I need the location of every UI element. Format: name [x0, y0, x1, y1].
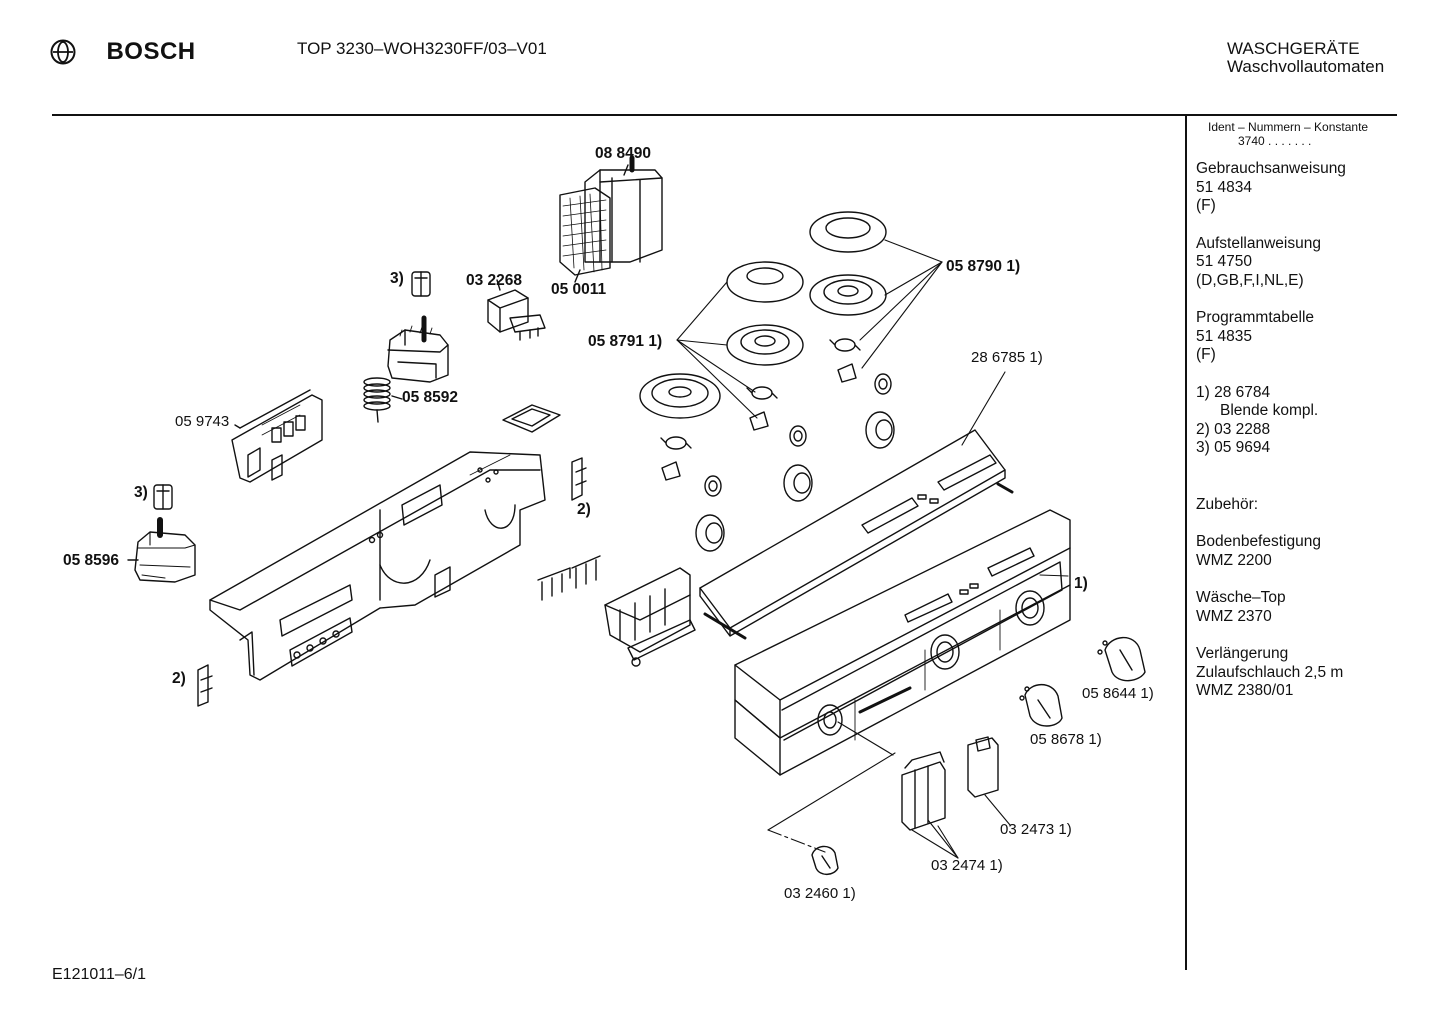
label-note1: 1)	[1074, 575, 1088, 592]
spring-ring-3	[660, 436, 692, 450]
accessory-floor-title: Bodenbefestigung	[1196, 533, 1321, 550]
manual-group: Gebrauchsanweisung 51 4834 (F)	[1196, 160, 1436, 216]
label-032473: 03 2473 1)	[1000, 821, 1072, 838]
document-title: TOP 3230–WOH3230FF/03–V01	[297, 39, 547, 58]
gear-2	[865, 411, 895, 449]
label-note2-b: 2)	[172, 670, 186, 687]
small-cap-a	[411, 271, 431, 297]
label-050011: 05 0011	[551, 281, 607, 298]
switch-bank	[604, 567, 696, 667]
small-cap-b	[153, 484, 173, 510]
lamp-frame	[502, 404, 561, 433]
label-058791: 05 8791 1)	[588, 333, 663, 350]
knob-a	[1097, 636, 1146, 682]
gear-4	[783, 464, 813, 502]
knob-b	[1019, 683, 1063, 727]
label-059743: 05 9743	[175, 413, 230, 430]
category-line-2: Waschvollautomaten	[1227, 57, 1385, 76]
gear-1	[874, 373, 892, 395]
drive-motor	[127, 517, 196, 583]
knob-c	[811, 845, 839, 876]
label-note3-b: 3)	[134, 484, 148, 501]
knob-cap-2	[726, 261, 804, 303]
control-chassis	[209, 451, 546, 681]
brand-name: BOSCH	[106, 38, 196, 65]
manual-number: 51 4834	[1196, 178, 1253, 196]
accessory-top: Wäsche–Top WMZ 2370	[1196, 589, 1436, 626]
relay-part	[487, 279, 546, 341]
accessories-title: Zubehör:	[1196, 495, 1259, 513]
label-058790: 05 8790 1)	[946, 258, 1021, 275]
clip-small-2	[749, 411, 769, 431]
note-2: 2) 03 2288	[1196, 420, 1271, 438]
program-lang: (F)	[1196, 346, 1216, 363]
switch-clips	[537, 555, 601, 601]
bosch-armature-icon	[50, 39, 76, 65]
ident-value: 3740 . . . . . . .	[1238, 134, 1312, 148]
accessory-top-code: WMZ 2370	[1196, 607, 1272, 625]
label-058592: 05 8592	[402, 389, 459, 406]
accessory-ext: Verlängerung Zulaufschlauch 2,5 m WMZ 23…	[1196, 645, 1436, 701]
ident-title: Ident – Nummern – Konstante	[1208, 120, 1369, 134]
label-088490: 08 8490	[595, 145, 652, 162]
note-1: 1) 28 6784	[1196, 383, 1271, 401]
accessory-ext-hose: Zulaufschlauch 2,5 m	[1196, 663, 1344, 681]
circuit-board	[231, 389, 323, 483]
clip-small-3	[661, 461, 681, 481]
accessory-ext-title: Verlängerung	[1196, 645, 1289, 662]
category-line-1: WASCHGERÄTE	[1227, 39, 1360, 58]
clip-b	[197, 664, 213, 707]
header-rule	[52, 114, 1397, 116]
install-lang: (D,GB,F,I,NL,E)	[1196, 271, 1304, 289]
note-3: 3) 05 9694	[1196, 439, 1271, 456]
exploded-diagram	[127, 155, 1146, 876]
label-032460: 03 2460 1)	[784, 885, 856, 902]
program-group: Programmtabelle 51 4835 (F)	[1196, 309, 1436, 365]
note-1-desc: Blende kompl.	[1220, 402, 1319, 419]
label-032268: 03 2268	[466, 272, 523, 289]
label-058678: 05 8678 1)	[1030, 731, 1102, 748]
gear-6	[695, 514, 725, 552]
gear-3	[789, 425, 807, 447]
display-panel	[699, 429, 1014, 640]
install-title: Aufstellanweisung	[1196, 234, 1321, 252]
knob-cap-4	[726, 324, 804, 366]
clip-a	[571, 457, 587, 501]
control-fascia	[734, 509, 1071, 776]
bosch-logo: BOSCH	[50, 38, 196, 66]
leader-lines	[676, 239, 1069, 859]
install-number: 51 4750	[1196, 253, 1253, 270]
label-058644: 05 8644 1)	[1082, 685, 1154, 702]
knob-cap-5	[639, 373, 721, 419]
notes-group: 1) 28 6784 Blende kompl. 2) 03 2288 3) 0…	[1196, 384, 1436, 458]
push-button-single	[967, 736, 999, 798]
program-number: 51 4835	[1196, 327, 1253, 345]
label-058596: 05 8596	[63, 552, 120, 569]
manual-title: Gebrauchsanweisung	[1196, 160, 1346, 177]
accessory-ext-code: WMZ 2380/01	[1196, 682, 1294, 699]
accessory-floor: Bodenbefestigung WMZ 2200	[1196, 533, 1436, 570]
category: WASCHGERÄTE Waschvollautomaten	[1227, 40, 1384, 76]
sidebar: Ident – Nummern – Konstante 3740 . . . .…	[1196, 120, 1436, 720]
label-286785: 28 6785 1)	[971, 349, 1043, 366]
install-group: Aufstellanweisung 51 4750 (D,GB,F,I,NL,E…	[1196, 235, 1436, 291]
accessory-floor-code: WMZ 2200	[1196, 551, 1272, 569]
push-button-triple	[901, 751, 946, 831]
sidebar-divider	[1185, 115, 1187, 970]
program-title: Programmtabelle	[1196, 309, 1315, 326]
knob-cap-3	[809, 274, 887, 316]
programmer-unit	[559, 155, 663, 283]
clip-small-1	[837, 363, 857, 383]
manual-lang: (F)	[1196, 197, 1216, 214]
spring-ring-1	[829, 338, 861, 352]
gear-5	[704, 475, 722, 497]
footer-code: E121011–6/1	[52, 966, 147, 983]
knob-cap-1	[809, 211, 887, 253]
label-note3-a: 3)	[390, 270, 404, 287]
label-032474: 03 2474 1)	[931, 857, 1003, 874]
timer-motor	[363, 315, 449, 423]
accessory-top-title: Wäsche–Top	[1196, 589, 1286, 606]
label-note2-a: 2)	[577, 501, 591, 518]
spring-ring-2	[746, 386, 778, 400]
